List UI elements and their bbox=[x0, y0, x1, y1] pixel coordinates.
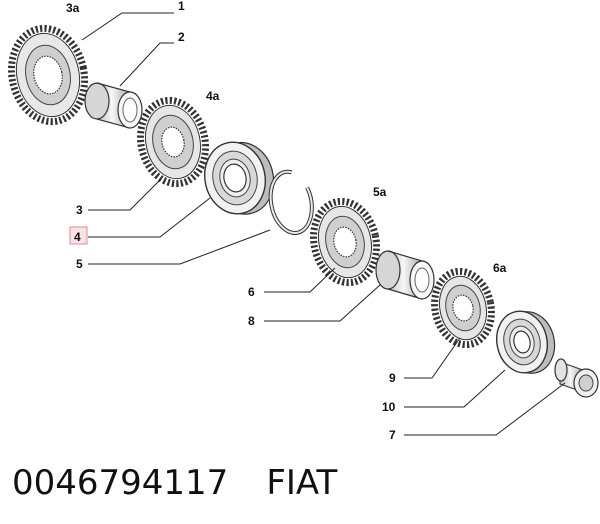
gear-3a bbox=[7, 24, 89, 126]
highlight-box bbox=[69, 226, 88, 245]
label-10: 10 bbox=[382, 400, 396, 414]
label-6a: 6a bbox=[493, 261, 507, 275]
label-4: 4 bbox=[74, 230, 81, 244]
label-9: 9 bbox=[389, 371, 396, 385]
label-3: 3 bbox=[76, 203, 83, 217]
bushing-8 bbox=[375, 250, 435, 300]
label-3a: 3a bbox=[66, 1, 80, 15]
label-8: 8 bbox=[248, 314, 255, 328]
leader-lines bbox=[81, 12, 566, 436]
bearing-4 bbox=[204, 141, 275, 215]
label-6: 6 bbox=[248, 285, 255, 299]
gear-3 bbox=[137, 96, 209, 188]
bolt-7 bbox=[554, 358, 599, 398]
brand-name: FIAT bbox=[266, 463, 338, 503]
label-2: 2 bbox=[178, 30, 185, 44]
exploded-parts-diagram: 3a 1 2 4a 3 4 5 5a 6 8 6a 9 10 7 bbox=[7, 0, 599, 442]
label-1: 1 bbox=[178, 0, 185, 13]
gear-6 bbox=[310, 197, 380, 287]
part-number: 0046794117 bbox=[12, 463, 229, 503]
label-5a: 5a bbox=[373, 185, 387, 199]
label-5: 5 bbox=[76, 257, 83, 271]
part-footer: 0046794117 FIAT bbox=[12, 458, 337, 508]
snap-ring-5 bbox=[268, 169, 314, 235]
labels: 3a 1 2 4a 3 4 5 5a 6 8 6a 9 10 7 bbox=[66, 0, 507, 442]
gear-9 bbox=[431, 267, 495, 349]
bushing-2 bbox=[84, 82, 143, 129]
label-4a: 4a bbox=[206, 89, 220, 103]
bearing-10 bbox=[496, 310, 556, 374]
label-7: 7 bbox=[389, 428, 396, 442]
